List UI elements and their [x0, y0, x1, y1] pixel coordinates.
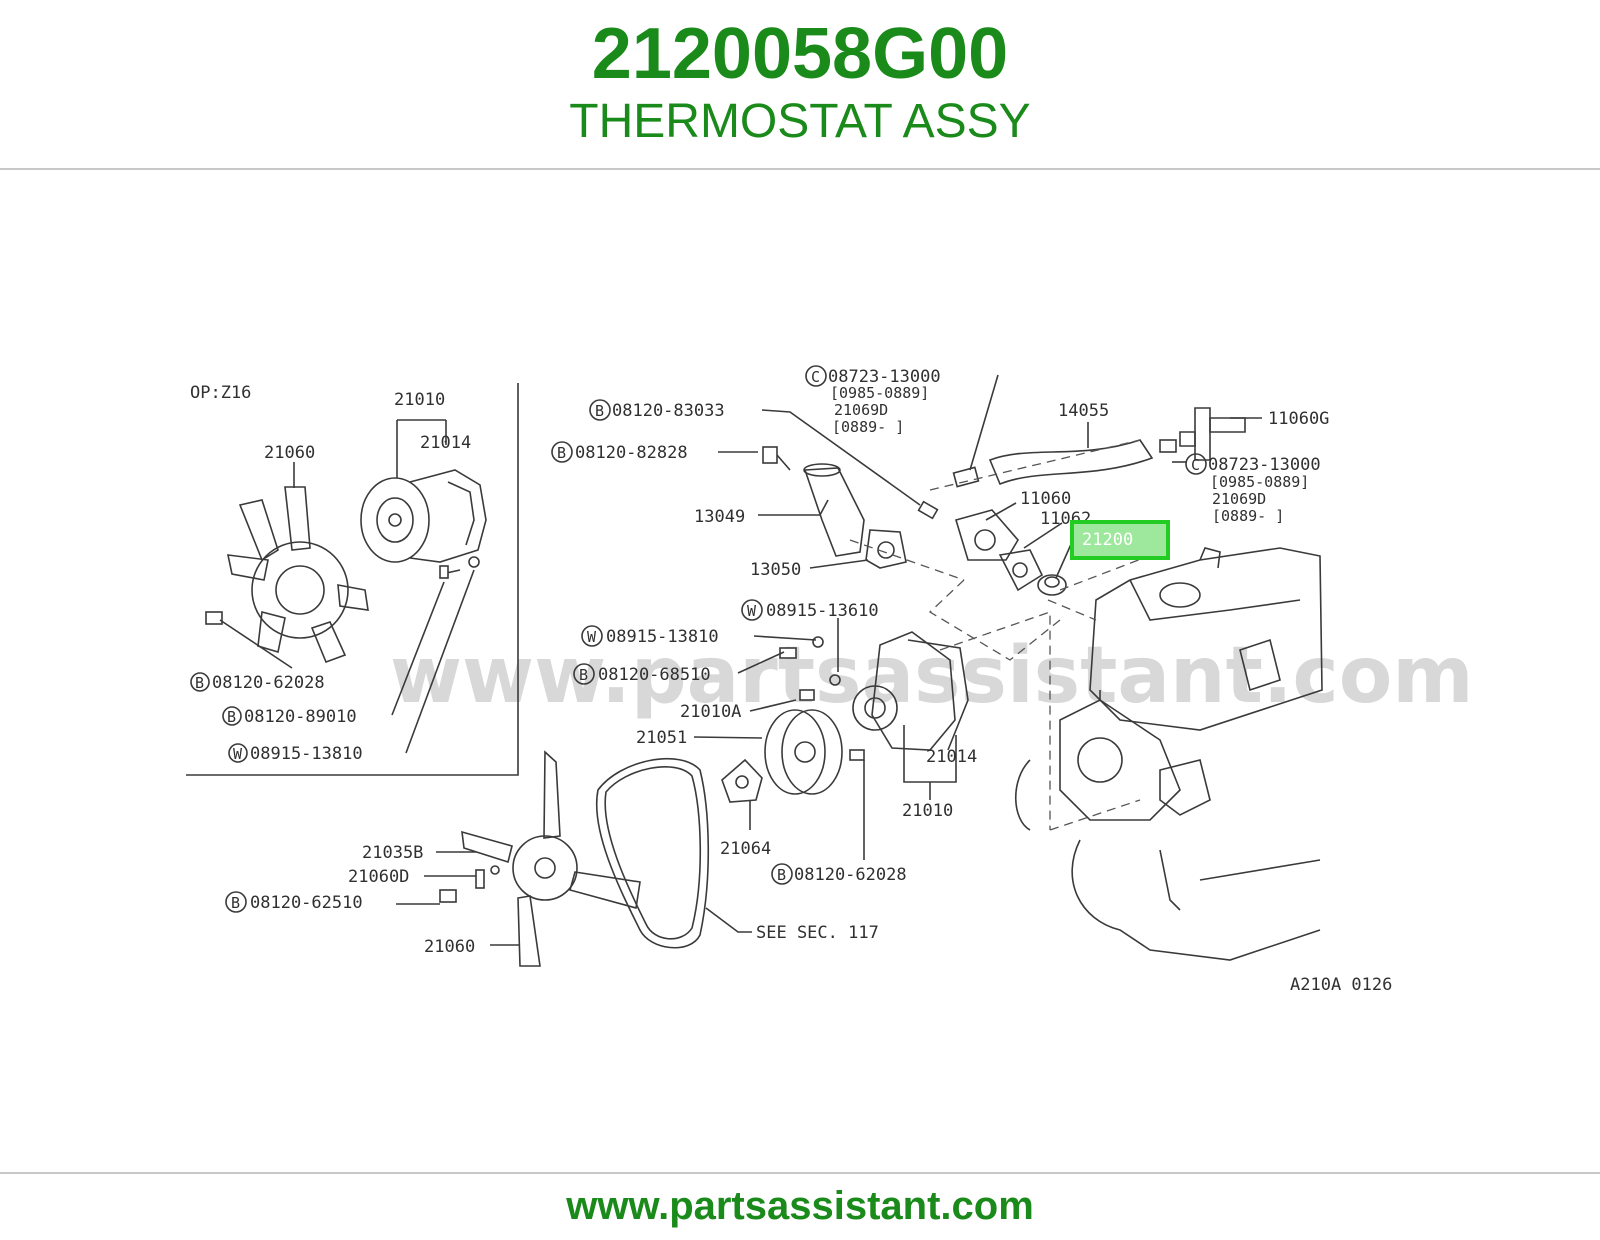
leader-line	[985, 502, 1017, 521]
marker-c: C	[1191, 456, 1200, 474]
pulley-21051	[764, 709, 843, 795]
gasket-13050	[865, 529, 907, 569]
fan-21060	[461, 750, 641, 967]
label-21014-inset: 21014	[420, 433, 471, 453]
thermostat-21200	[1037, 574, 1067, 596]
dashed-link	[929, 439, 1141, 491]
highlight-box-21200[interactable]	[1070, 520, 1170, 560]
label-21035b: 21035B	[362, 843, 423, 863]
belt-see-sec-117	[596, 757, 710, 949]
leader-line	[693, 736, 763, 739]
dashed-link	[849, 539, 965, 581]
water-pump-21010	[852, 631, 969, 751]
label-13050: 13050	[750, 560, 801, 580]
label-21060d: 21060D	[348, 867, 409, 887]
label-21200-highlighted: 21200	[1082, 530, 1133, 550]
label-08915-13810-main: 08915-13810	[606, 627, 719, 647]
inset-frame	[186, 383, 519, 776]
label-21010-inset: 21010	[394, 390, 445, 410]
leader-line	[809, 559, 869, 569]
label-0889-right: [0889- ]	[1212, 507, 1284, 525]
dashed-link	[1047, 599, 1097, 621]
leader-line	[705, 907, 752, 933]
part-number-title: 2120058G00	[591, 14, 1009, 94]
dashed-link	[939, 611, 1051, 830]
label-21064: 21064	[720, 839, 771, 859]
pump-bolts	[779, 636, 865, 761]
leader-line	[737, 651, 785, 674]
label-21010-main: 21010	[902, 801, 953, 821]
label-0985-0889-right: [0985-0889]	[1210, 473, 1309, 491]
engine-block	[1014, 547, 1323, 961]
label-08915-13610: 08915-13610	[766, 601, 879, 621]
inset-water-pump	[360, 469, 487, 579]
dashed-link	[1049, 799, 1141, 831]
label-08120-62028-main: 08120-62028	[794, 865, 907, 885]
label-see-sec-117: SEE SEC. 117	[756, 923, 879, 943]
label-21069d-top: 21069D	[834, 401, 888, 419]
header-divider	[0, 168, 1600, 170]
label-21051: 21051	[636, 728, 687, 748]
fan-clutch-bolts	[439, 865, 500, 903]
label-21060-main: 21060	[424, 937, 475, 957]
marker-b: B	[195, 674, 204, 692]
hose-14055	[952, 439, 1177, 488]
leader-line	[1055, 541, 1073, 579]
drawing-code: A210A 0126	[1290, 975, 1392, 995]
label-08120-82828: 08120-82828	[575, 443, 688, 463]
marker-b: B	[227, 708, 236, 726]
leader-line	[1023, 522, 1063, 549]
marker-b: B	[231, 894, 240, 912]
marker-b: B	[595, 402, 604, 420]
marker-b: B	[557, 444, 566, 462]
marker-b: B	[579, 666, 588, 684]
marker-w: W	[587, 628, 597, 646]
leader-line	[969, 374, 999, 471]
leader-line	[753, 635, 817, 641]
connector-11060g	[1179, 407, 1246, 461]
leader-line	[761, 409, 921, 506]
label-21069d-right: 21069D	[1212, 490, 1266, 508]
label-21060-inset: 21060	[264, 443, 315, 463]
marker-w: W	[747, 602, 757, 620]
leader-line	[749, 699, 797, 712]
spacer-21064	[721, 758, 763, 803]
label-08120-89010: 08120-89010	[244, 707, 357, 727]
label-08120-83033: 08120-83033	[612, 401, 725, 421]
label-13049: 13049	[694, 507, 745, 527]
inset-fan	[205, 486, 369, 664]
label-08120-62028-inset: 08120-62028	[212, 673, 325, 693]
label-11060g: 11060G	[1268, 409, 1329, 429]
label-21010a-main: 21010A	[680, 702, 741, 722]
water-outlet-11060	[917, 500, 1019, 561]
footer-divider	[0, 1172, 1600, 1174]
marker-w: W	[233, 745, 243, 763]
label-08723-13000-top: 08723-13000	[828, 367, 941, 387]
label-08120-62510: 08120-62510	[250, 893, 363, 913]
label-21014-main: 21014	[926, 747, 977, 767]
label-08120-68510: 08120-68510	[598, 665, 711, 685]
gasket-11062	[998, 549, 1044, 592]
label-0889-top: [0889- ]	[832, 418, 904, 436]
label-08723-13000-right: 08723-13000	[1208, 455, 1321, 475]
dashed-link	[928, 579, 1061, 661]
watermark-text: www.partsassistant.com	[390, 631, 1474, 721]
marker-b: B	[777, 866, 786, 884]
thermostat-housing-13049	[762, 446, 865, 557]
footer-site-link[interactable]: www.partsassistant.com	[566, 1184, 1034, 1228]
label-08915-13810-inset: 08915-13810	[250, 744, 363, 764]
inset-title: OP:Z16	[190, 383, 251, 403]
label-0985-0889-top: [0985-0889]	[830, 384, 929, 402]
label-11060: 11060	[1020, 489, 1071, 509]
leader-line	[758, 499, 829, 516]
part-name-subtitle: THERMOSTAT ASSY	[569, 95, 1031, 148]
label-14055: 14055	[1058, 401, 1109, 421]
marker-c: C	[811, 368, 820, 386]
